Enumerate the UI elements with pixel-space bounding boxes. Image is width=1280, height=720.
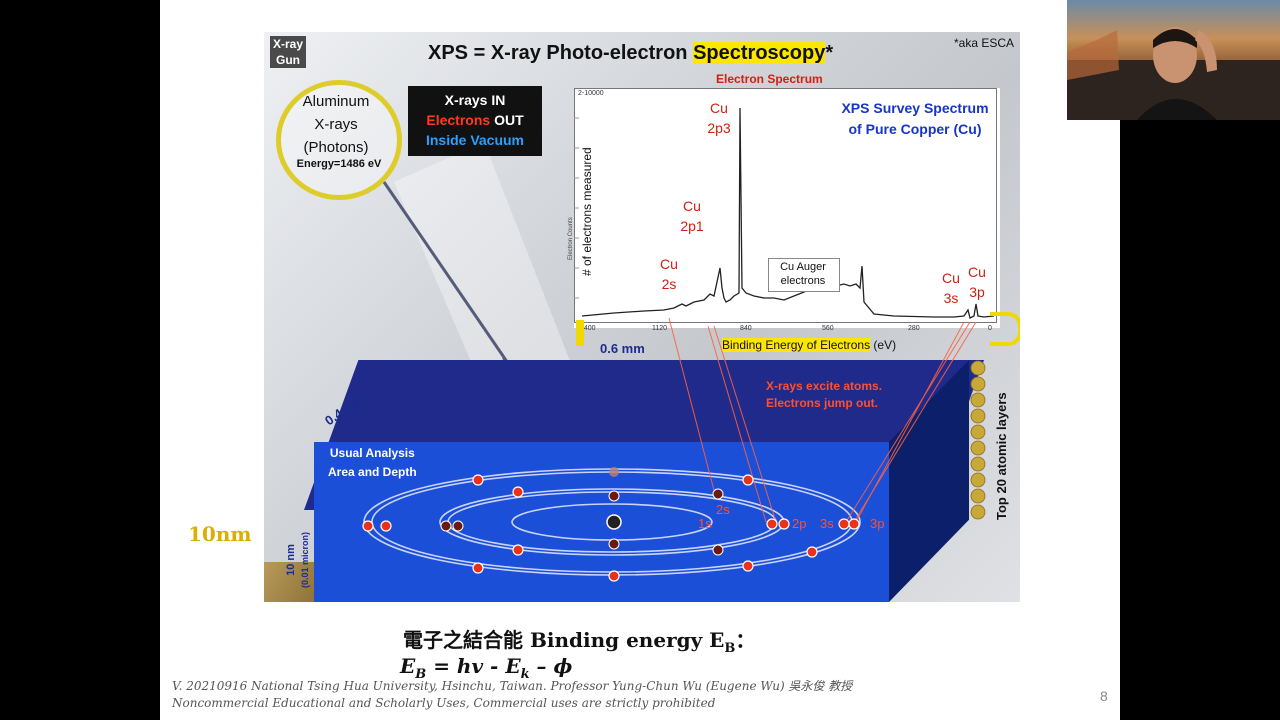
source-label: Aluminum X-rays (Photons) <box>302 93 370 156</box>
highlight-mark-right <box>990 312 1020 346</box>
orbital-2s: 2s <box>716 502 730 517</box>
atom-orbits <box>362 317 977 582</box>
auger-box <box>768 258 840 292</box>
ten-nm-annotation: 10nm <box>188 522 252 546</box>
credit-footer: V. 20210916 National Tsing Hua Universit… <box>172 679 853 710</box>
peak-cu-auger: Cu Auger electrons <box>780 261 826 287</box>
x-tick-1400: 1400 <box>580 325 596 332</box>
atomic-layers-column <box>970 360 986 520</box>
presenter-video-feed <box>1067 0 1280 120</box>
x-tick-840: 840 <box>740 325 752 332</box>
xray-source-circle <box>276 80 402 200</box>
aka-note: *aka ESCA <box>954 36 1015 50</box>
page-number: 8 <box>1100 688 1108 704</box>
vacuum-info-box: X-rays IN Electrons OUT Inside Vacuum <box>408 86 542 156</box>
x-tick-280: 280 <box>908 325 920 332</box>
orbital-3s: 3s <box>820 516 834 531</box>
top-layers-label: Top 20 atomic layers <box>994 392 1009 520</box>
presenter-icon <box>1067 27 1280 120</box>
orbital-1s: 1s <box>698 516 712 531</box>
highlight-mark-left <box>576 320 584 346</box>
orbital-2p: 2p <box>792 516 807 531</box>
x-tick-0: 0 <box>988 325 992 332</box>
binding-energy-equation: EB = hv - Ek – ϕ <box>400 654 573 682</box>
width-dimension: 0.6 mm <box>600 341 645 356</box>
y-top-tick: 2-10000 <box>578 90 604 97</box>
x-tick-1120: 1120 <box>652 325 668 332</box>
spectrum-plot <box>574 88 997 323</box>
binding-energy-title: 電子之結合能 Binding energy EB： <box>403 628 756 656</box>
orbital-3p: 3p <box>870 516 885 531</box>
x-axis-label: Binding Energy of Electrons (eV) <box>722 338 897 352</box>
slide-title: XPS = X-ray Photo-electron Spectroscopy* <box>428 42 834 64</box>
source-energy: Energy=1486 eV <box>296 158 382 170</box>
x-tick-560: 560 <box>822 325 834 332</box>
excite-note: X-rays excite atoms.Electrons jump out. <box>766 379 883 410</box>
substrate-edge <box>264 562 314 602</box>
spectrum-title: Electron Spectrum <box>716 72 823 86</box>
xps-survey-label: XPS Survey Spectrum of Pure Copper (Cu) <box>841 100 989 137</box>
